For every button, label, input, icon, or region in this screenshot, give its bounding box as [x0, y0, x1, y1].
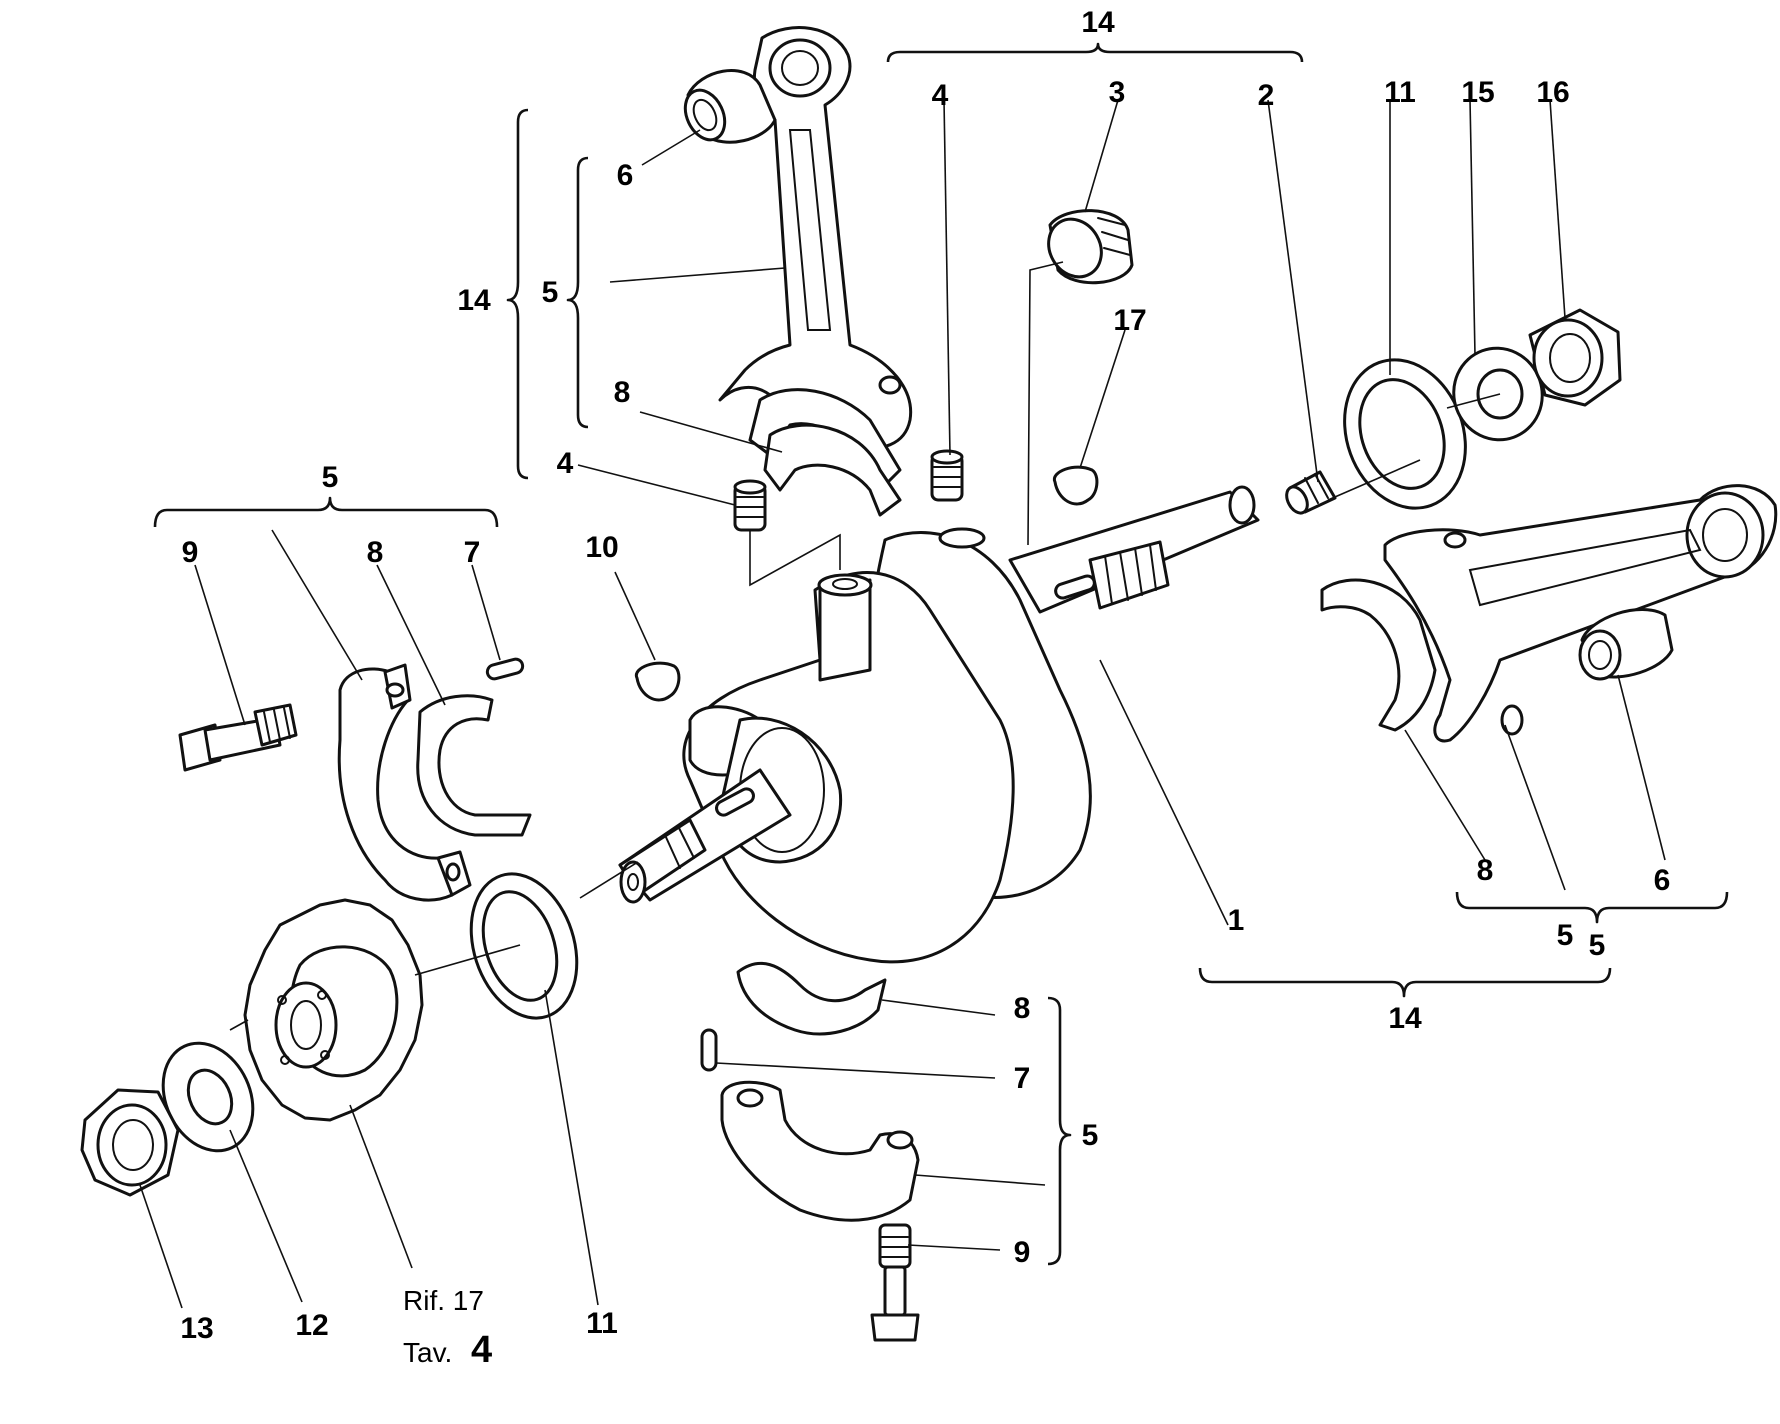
label-6-right: 6	[1654, 864, 1671, 897]
right-connecting-rod	[1383, 484, 1778, 743]
woodruff-key-10	[634, 661, 681, 702]
label-6-upper: 6	[617, 159, 634, 192]
label-8-right: 8	[1477, 854, 1494, 887]
bearing-shell-lower	[736, 961, 887, 1036]
woodruff-key-17	[1052, 465, 1099, 506]
label-5-left-group: 5	[322, 461, 339, 494]
reference-rif: Rif. 17	[403, 1285, 484, 1316]
label-5-upper-rod: 5	[542, 276, 559, 309]
label-4-right: 4	[932, 79, 949, 112]
thrust-washer-upper	[1343, 358, 1467, 510]
grub-screw-left	[733, 479, 767, 532]
label-8-left: 8	[367, 536, 384, 569]
label-10: 10	[585, 531, 618, 564]
reference-tav-prefix: Tav.	[403, 1337, 452, 1368]
label-14-left: 14	[457, 284, 491, 317]
cap-bolt-left	[178, 703, 298, 772]
crankshaft	[618, 485, 1260, 964]
label-2: 2	[1258, 79, 1275, 112]
label-14-right: 14	[1388, 1002, 1422, 1035]
label-9-lower: 9	[1014, 1236, 1031, 1269]
label-11-upper: 11	[1384, 76, 1416, 109]
label-5-right-rod: 5	[1557, 919, 1574, 952]
label-9-left: 9	[182, 536, 199, 569]
dowel-pin-left	[485, 657, 525, 681]
label-5-right-group: 5	[1589, 929, 1606, 962]
dowel-pin-lower	[700, 1028, 718, 1072]
label-1: 1	[1228, 904, 1245, 937]
label-13: 13	[180, 1312, 213, 1345]
label-8-lower: 8	[1014, 992, 1031, 1025]
label-8-upper: 8	[614, 376, 631, 409]
label-4-left: 4	[557, 447, 574, 480]
reference-tav-number: 4	[471, 1329, 492, 1371]
label-5-lower-group: 5	[1082, 1119, 1099, 1152]
small-end-bush-right	[1578, 608, 1674, 681]
label-14-top: 14	[1081, 6, 1115, 39]
bearing-shell-left	[416, 694, 532, 837]
upper-connecting-rod	[718, 26, 913, 492]
leader-lines	[139, 99, 1666, 1309]
small-end-bush-upper	[683, 69, 777, 144]
label-17: 17	[1113, 304, 1146, 337]
thrust-washer-lower	[469, 872, 579, 1020]
label-3: 3	[1109, 76, 1126, 109]
label-7-lower: 7	[1014, 1062, 1031, 1095]
bearing-shell-right	[1320, 578, 1437, 732]
main-bearing-cap-lower	[720, 1080, 920, 1222]
main-bearing-cap-left	[337, 663, 472, 902]
brackets	[153, 42, 1729, 1266]
threaded-plug	[1047, 209, 1134, 285]
grub-screw-right	[930, 449, 964, 502]
nut-16	[1528, 308, 1622, 407]
bearing-shell-upper	[763, 423, 902, 517]
label-7-left: 7	[464, 536, 481, 569]
hex-nut-13	[80, 1088, 180, 1197]
label-11-lower: 11	[586, 1307, 618, 1340]
timing-gear	[243, 898, 424, 1122]
reference-note: Rif. 17 Tav. 4	[403, 1285, 492, 1371]
label-15: 15	[1461, 76, 1494, 109]
part-number-labels: 1 2 3 4 4 5 5 5 5 5 6 6 7 7 8 8 8 8 9 9 …	[180, 6, 1670, 1345]
grub-screw-2	[1285, 470, 1337, 515]
label-16: 16	[1536, 76, 1569, 109]
label-12: 12	[295, 1309, 328, 1342]
cap-bolt-lower	[870, 1223, 920, 1342]
